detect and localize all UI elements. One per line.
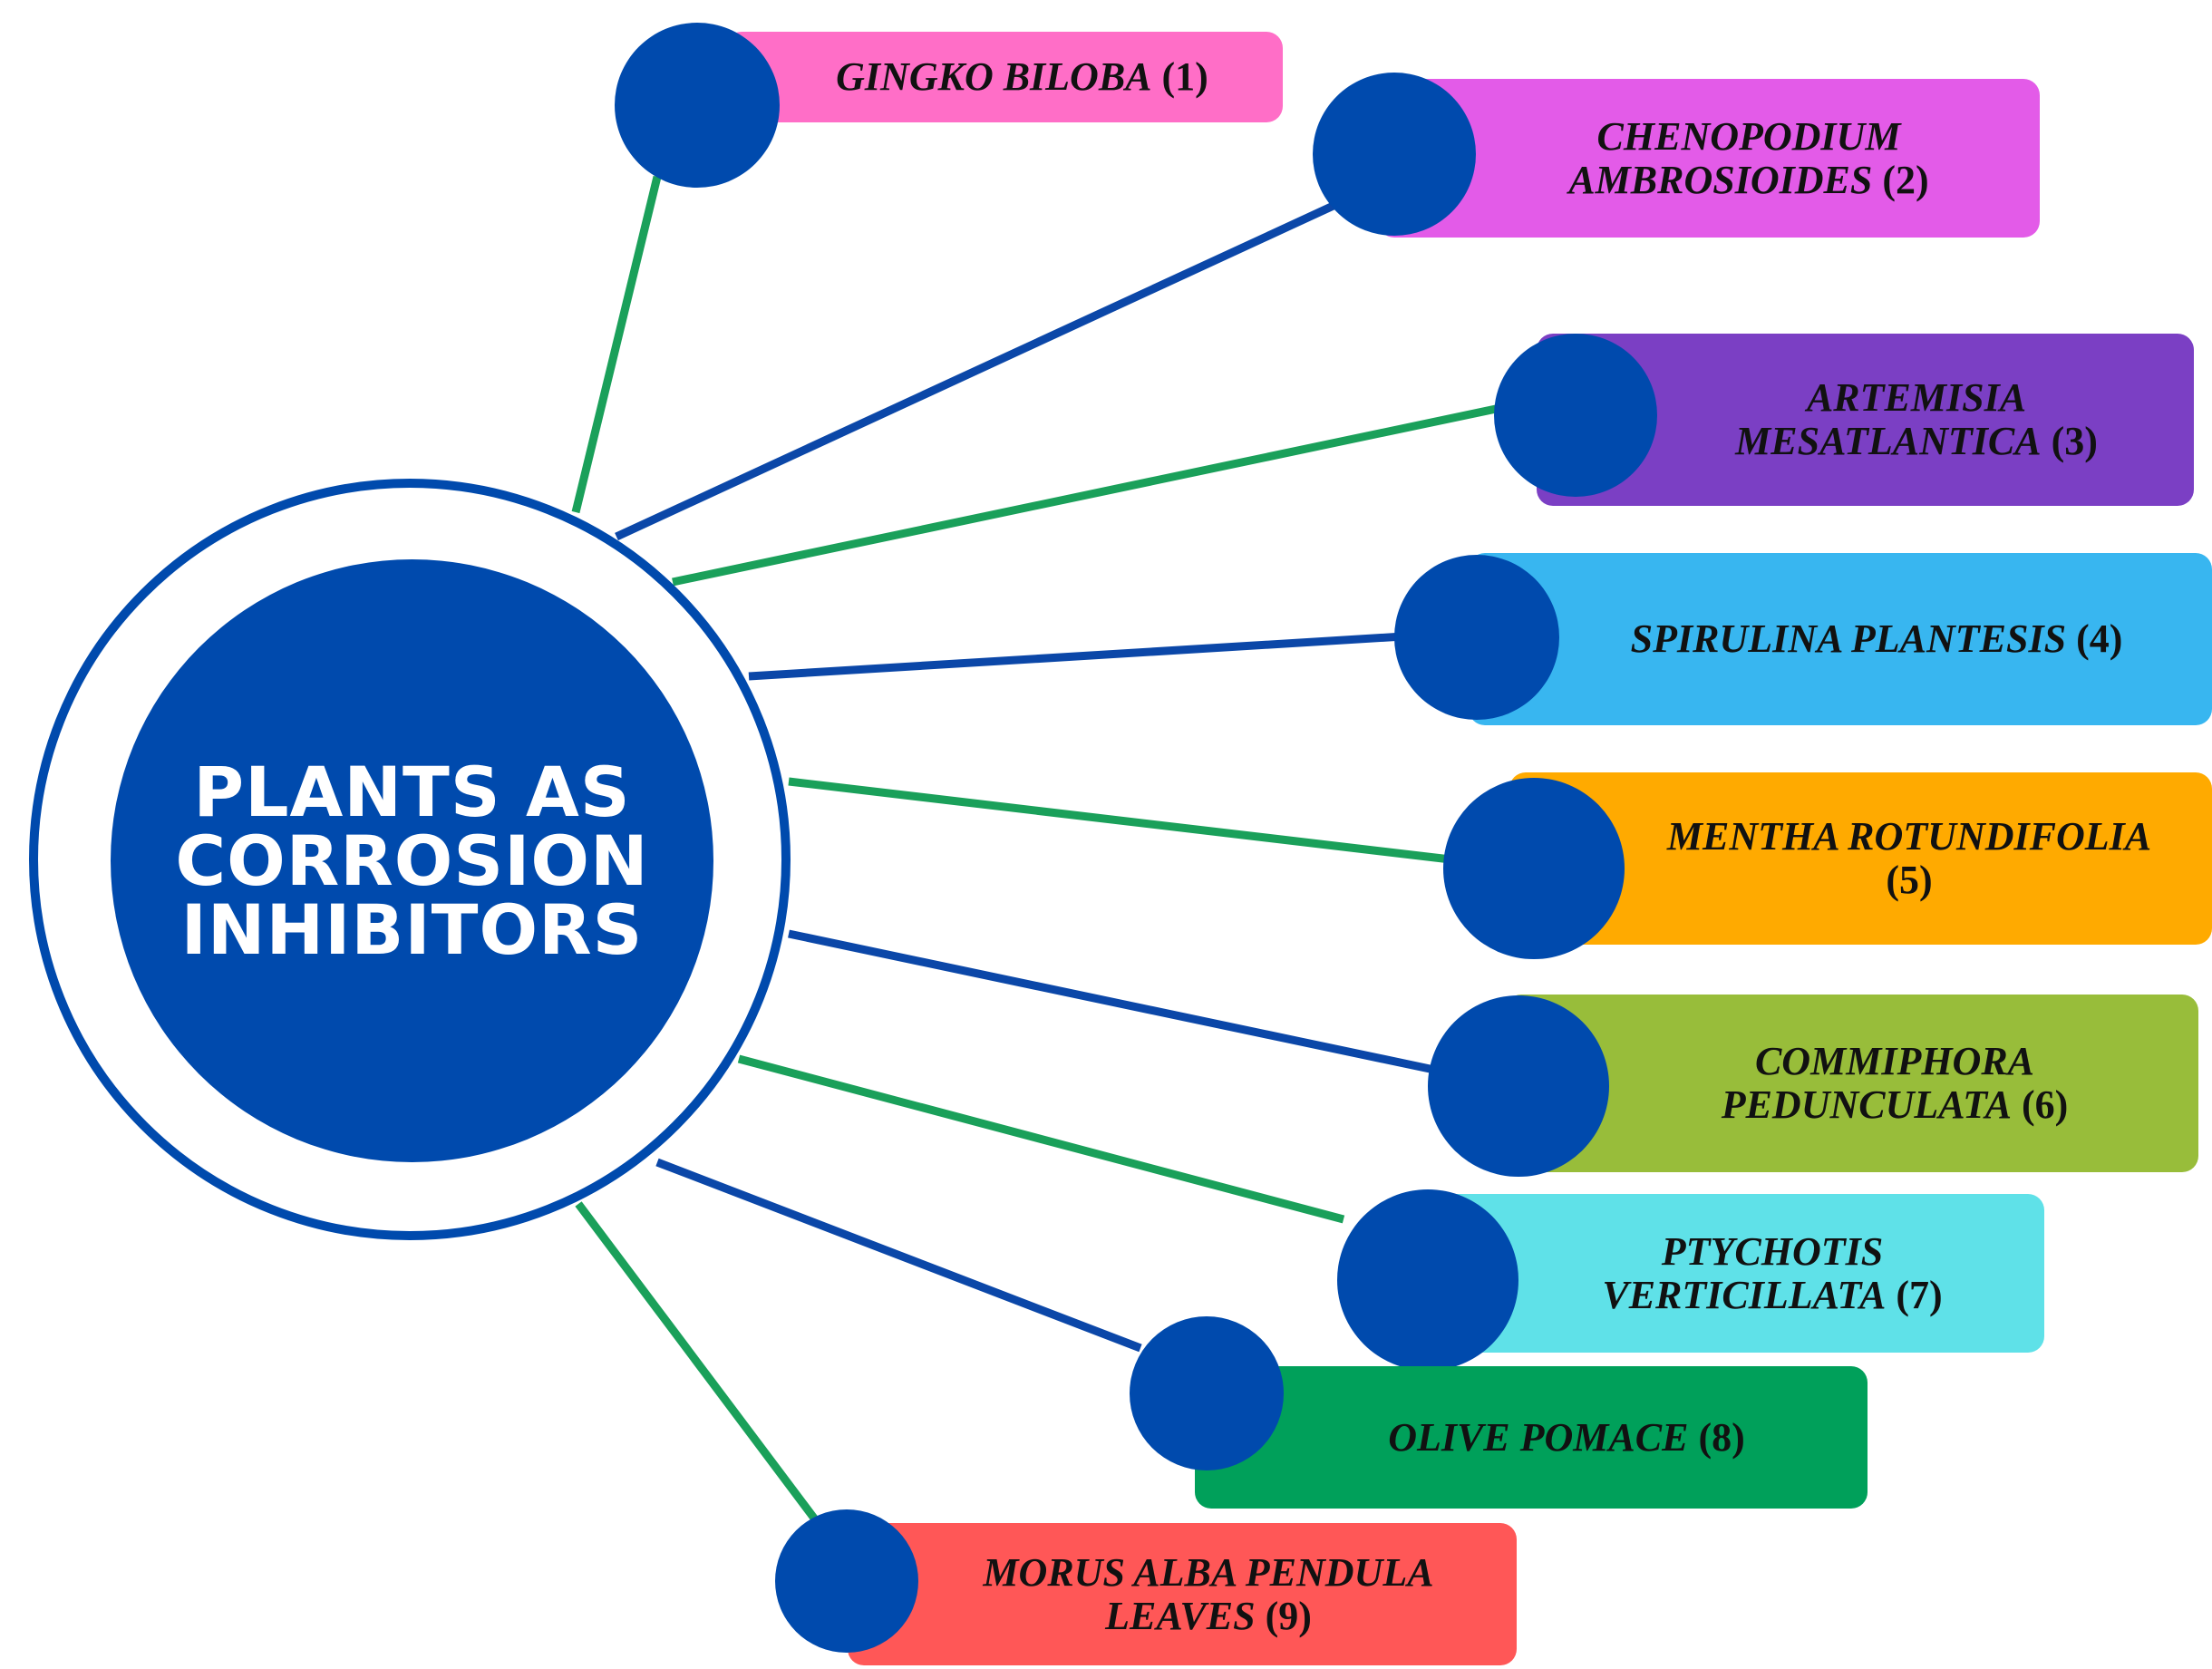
- plant-name: GINGKO BILOBA: [836, 54, 1152, 99]
- plant-name: ARTEMISIA MESATLANTICA: [1735, 375, 2042, 463]
- plant-node-2: [1313, 73, 1476, 236]
- plant-name: SPIRULINA PLANTESIS: [1630, 616, 2067, 661]
- connector-line-9: [575, 1201, 821, 1526]
- plant-node-1: [615, 23, 780, 188]
- plant-node-3: [1494, 334, 1657, 497]
- connector-line-7: [737, 1054, 1345, 1224]
- plant-box-2: CHENOPODIUM AMBROSIOIDES (2): [1378, 79, 2040, 238]
- plant-node-5: [1443, 778, 1625, 959]
- plant-number: (6): [2021, 1082, 2069, 1127]
- plant-box-8: OLIVE POMACE (8): [1195, 1366, 1868, 1509]
- plant-box-1: GINGKO BILOBA (1): [725, 32, 1283, 122]
- plant-name: COMMIPHORA PEDUNCULATA: [1721, 1039, 2035, 1127]
- plant-number: (7): [1896, 1272, 1943, 1317]
- plant-name: OLIVE POMACE: [1388, 1414, 1689, 1460]
- plant-node-9: [775, 1509, 918, 1653]
- plant-number: (1): [1161, 54, 1208, 99]
- center-node: PLANTS AS CORROSION INHIBITORS: [111, 559, 713, 1162]
- center-title: PLANTS AS CORROSION INHIBITORS: [175, 751, 649, 970]
- plant-number: (8): [1698, 1414, 1745, 1460]
- plant-node-6: [1428, 995, 1609, 1177]
- connector-line-8: [655, 1158, 1142, 1353]
- connector-line-4: [748, 632, 1404, 681]
- plant-node-7: [1337, 1189, 1518, 1371]
- plant-name: MENTHA ROTUNDIFOLIA: [1666, 814, 2152, 859]
- plant-box-5: MENTHA ROTUNDIFOLIA (5): [1509, 772, 2212, 945]
- plant-name: CHENOPODIUM AMBROSIOIDES: [1568, 113, 1901, 202]
- plant-name: MORUS ALBA PENDULA LEAVES: [983, 1549, 1434, 1638]
- plant-number: (5): [1886, 858, 1933, 902]
- connector-line-3: [672, 403, 1501, 587]
- plant-box-9: MORUS ALBA PENDULA LEAVES (9): [848, 1523, 1517, 1665]
- plant-number: (3): [2051, 419, 2098, 463]
- plant-number: (9): [1265, 1593, 1312, 1638]
- plant-node-8: [1130, 1316, 1284, 1470]
- connector-line-5: [788, 777, 1451, 864]
- plant-number: (2): [1882, 157, 1929, 202]
- connector-line-1: [571, 175, 662, 514]
- connector-line-6: [788, 929, 1435, 1074]
- plant-number: (4): [2076, 616, 2123, 661]
- plant-box-6: COMMIPHORA PEDUNCULATA (6): [1505, 995, 2198, 1172]
- plant-node-4: [1394, 555, 1559, 720]
- connector-line-2: [615, 199, 1339, 541]
- plant-box-4: SPIRULINA PLANTESIS (4): [1469, 553, 2212, 725]
- plant-name: PTYCHOTIS VERTICILLATA: [1602, 1228, 1887, 1317]
